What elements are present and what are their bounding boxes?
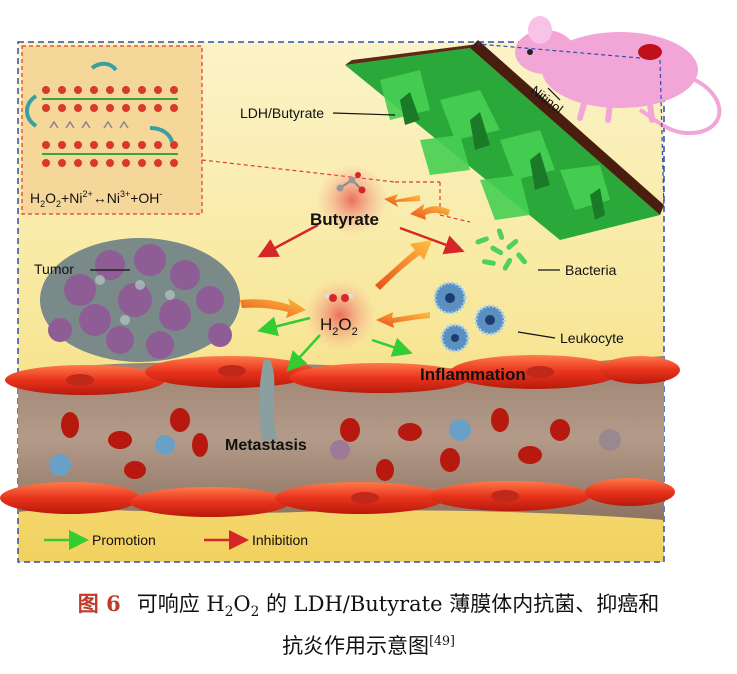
inset-box: H2O2+Ni2+↔Ni3++OH- (21, 45, 203, 215)
h2o2-molecule (324, 293, 354, 302)
tumor-label: Tumor (34, 261, 74, 277)
diagram-dashed-border (17, 41, 665, 563)
citation-ref: [49] (429, 633, 455, 648)
ldh-slab (345, 40, 664, 240)
promote-tumor (257, 316, 311, 337)
ldh-label: LDH/Butyrate (240, 105, 324, 121)
h2o2-glow (304, 279, 376, 351)
ldh-layers (42, 86, 178, 167)
inset-curved-arrow-right (149, 126, 174, 143)
arrow-tumor-to-h2o2 (240, 298, 306, 318)
red-blood-cells (61, 408, 570, 481)
inset-equation: H2O2+Ni2+↔Ni3++OH- (30, 189, 162, 209)
inset-curved-arrow-top (90, 61, 118, 72)
arrow-slab-to-butyrate (384, 194, 420, 207)
promote-inflammation (371, 337, 413, 357)
legend: Promotion Inhibition (44, 530, 308, 550)
figure-caption-line2: 抗炎作用示意图[49] (282, 633, 455, 658)
big-arrows (240, 194, 450, 328)
figure-number: 图 6 (77, 591, 121, 616)
butyrate-label: Butyrate (310, 210, 379, 229)
butyrate-molecule (336, 172, 366, 194)
arrow-leukocyte-to-h2o2 (376, 312, 430, 328)
inhibit-tumor (257, 223, 319, 258)
arrow-slab-left (410, 204, 450, 220)
figure-diagram: H2O2+Ni2+↔Ni3++OH- (0, 16, 722, 563)
promotion-arrows (257, 316, 413, 372)
leukocyte-label: Leukocyte (560, 330, 624, 346)
mouse-connector (477, 43, 665, 211)
promote-metastasis (286, 334, 321, 372)
butyrate-glow (316, 164, 388, 236)
inhibit-bacteria (399, 226, 465, 255)
endothelial-cells-top (5, 355, 680, 395)
mouse-illustration (515, 16, 722, 136)
tumor-cluster (40, 238, 278, 440)
legend-inhibition-label: Inhibition (252, 532, 308, 548)
h2o2-label: H2O2 (320, 315, 358, 338)
blood-vessel (0, 355, 680, 520)
bacteria-cluster (475, 228, 528, 271)
inhibition-arrows (257, 223, 465, 258)
endothelial-cells-bottom (0, 478, 675, 517)
vessel-leukocytes (49, 419, 621, 476)
legend-promotion-label: Promotion (92, 532, 156, 548)
metastasis-label: Metastasis (225, 437, 307, 454)
metastasis-cell (259, 360, 278, 440)
bacteria-label: Bacteria (565, 262, 617, 278)
inset-curved-arrow-left (25, 94, 38, 128)
leukocyte-cluster (433, 281, 506, 353)
inflammation-label: Inflammation (420, 365, 526, 384)
arrow-h2o2-to-slab (375, 240, 432, 290)
pointer-lines (90, 87, 561, 339)
